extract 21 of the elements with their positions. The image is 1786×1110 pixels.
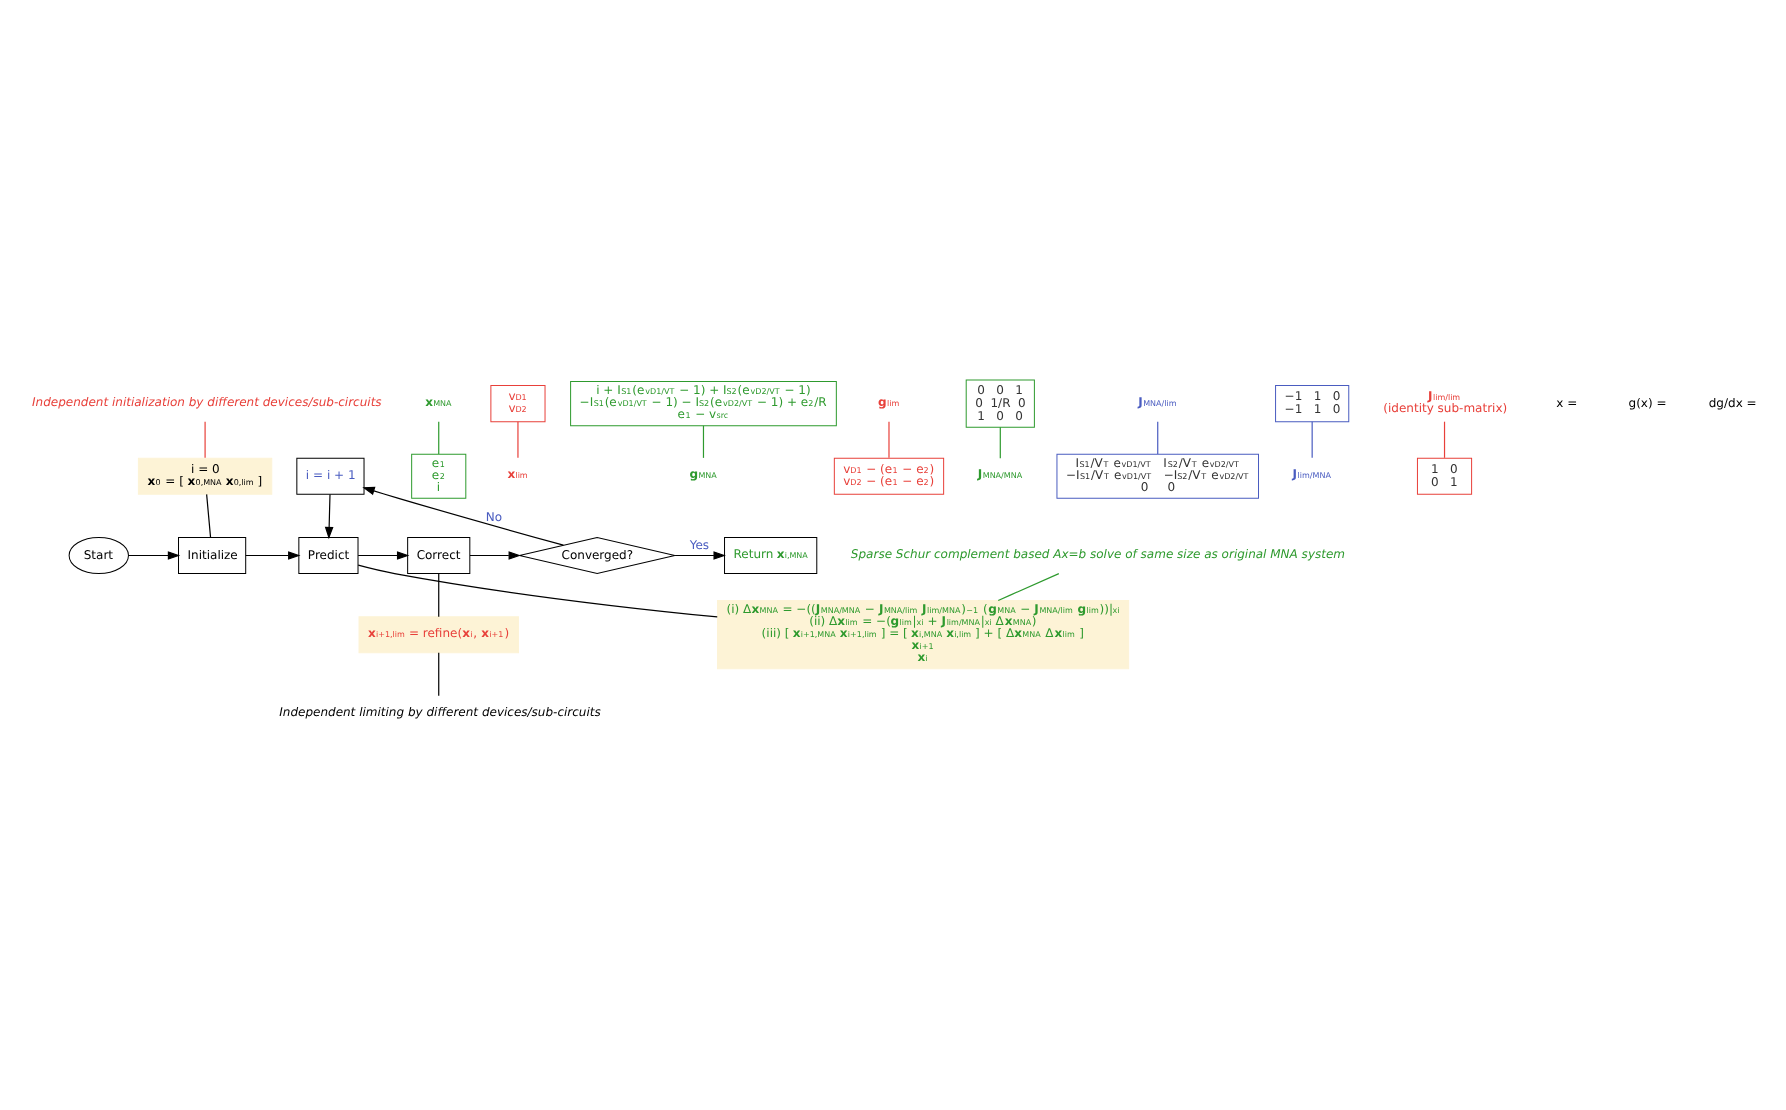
connector bbox=[437, 420, 439, 454]
connector bbox=[1442, 420, 1445, 458]
arrow bbox=[356, 550, 409, 559]
connector bbox=[996, 572, 1059, 601]
connector bbox=[203, 420, 205, 458]
arrow bbox=[323, 492, 333, 539]
connector bbox=[887, 420, 889, 458]
connector bbox=[1310, 420, 1312, 458]
connector bbox=[205, 492, 211, 537]
arrow bbox=[468, 550, 520, 559]
arrow bbox=[673, 550, 725, 559]
connector bbox=[701, 424, 704, 458]
arrow bbox=[126, 550, 180, 559]
connector bbox=[437, 651, 439, 696]
connector bbox=[356, 563, 717, 617]
connector bbox=[437, 572, 439, 617]
connector bbox=[998, 425, 1000, 458]
connector bbox=[516, 420, 518, 458]
arrow bbox=[361, 485, 563, 545]
arrow bbox=[244, 550, 300, 559]
connector bbox=[1156, 420, 1158, 454]
